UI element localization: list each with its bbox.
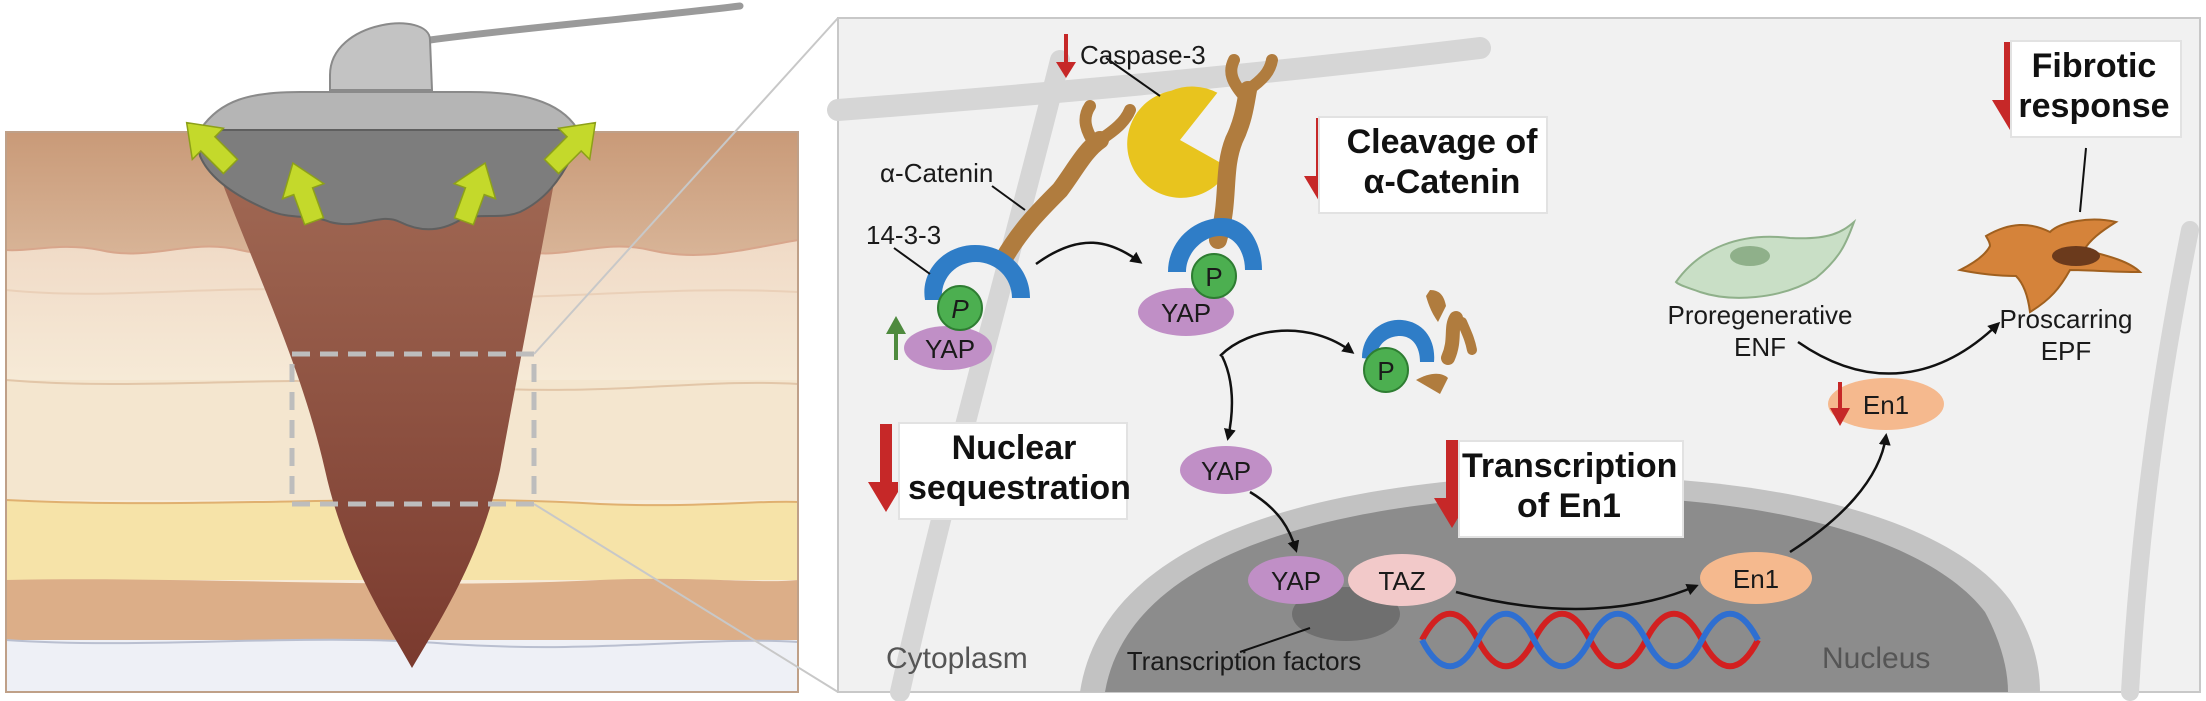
label-nucleus: Nucleus xyxy=(1822,642,1931,675)
arrow-en1-export xyxy=(1789,433,1891,554)
label-yap-2: YAP xyxy=(1160,298,1212,328)
arrow-to-free-yap xyxy=(1220,355,1236,441)
label-cytoplasm: Cytoplasm xyxy=(886,642,1028,675)
text-cleavage-2: α-Catenin xyxy=(1363,163,1521,201)
yap-nuclear xyxy=(1248,556,1344,604)
box-transcription-en1 xyxy=(1458,440,1684,538)
text-fibrotic-2: response xyxy=(2018,87,2170,125)
decrease-arrow-caspase-icon xyxy=(1056,34,1076,78)
label-p-2: P xyxy=(1205,262,1223,292)
suction-device xyxy=(194,2,744,231)
yap-free xyxy=(1180,446,1272,494)
arrow-yap-into-nucleus xyxy=(1249,490,1300,553)
label-line-1433 xyxy=(893,247,931,275)
label-p-1: P xyxy=(951,294,969,324)
label-enf: ENF xyxy=(1734,332,1786,362)
enf-cell-icon xyxy=(1674,218,1857,299)
en1-cytoplasm xyxy=(1828,378,1944,430)
arrow-taz-to-en1 xyxy=(1455,584,1699,611)
text-cleavage-1: Cleavage of xyxy=(1346,123,1538,161)
label-epf: EPF xyxy=(2040,336,2092,366)
taz-nuclear xyxy=(1348,554,1456,606)
dna-helix-icon xyxy=(1419,610,1761,670)
arrow-enf-to-epf xyxy=(1797,321,2001,375)
suction-arrow-icons xyxy=(185,121,597,226)
label-p-3: P xyxy=(1377,356,1395,386)
text-fibrotic-1: Fibrotic xyxy=(2031,47,2157,85)
increase-arrow-icon xyxy=(886,316,906,360)
label-14-3-3: 14-3-3 xyxy=(866,220,942,250)
en1-nuclear xyxy=(1700,552,1812,604)
label-taz: TAZ xyxy=(1378,566,1426,596)
label-line-catenin xyxy=(991,185,1026,211)
arrow-to-release xyxy=(1219,329,1355,357)
label-en1-cytoplasm: En1 xyxy=(1862,390,1910,420)
label-alpha-catenin: α-Catenin xyxy=(880,158,994,188)
decrease-arrow-nuclear-icon xyxy=(868,424,904,512)
complex-yap-1433-catenin xyxy=(904,100,1136,370)
label-yap-1: YAP xyxy=(924,334,976,364)
released-1433-p xyxy=(1362,290,1477,394)
label-transcription-factors: Transcription factors xyxy=(1126,646,1362,676)
text-nuclear-1: Nuclear xyxy=(951,429,1077,467)
zoom-region xyxy=(289,17,839,693)
nucleus xyxy=(1080,475,2040,692)
arrow-complex-to-cleavage xyxy=(1035,241,1143,266)
label-yap-nuclear: YAP xyxy=(1270,566,1322,596)
text-nuclear-2: sequestration xyxy=(908,469,1131,507)
box-cleavage xyxy=(1318,116,1548,214)
label-caspase3: Caspase-3 xyxy=(1080,40,1206,70)
caspase-pacman-icon xyxy=(1105,57,1230,198)
complex-cleaved xyxy=(1138,54,1278,336)
box-fibrotic-response xyxy=(2010,40,2182,138)
wound-cone xyxy=(210,150,560,668)
box-nuclear-sequestration xyxy=(898,422,1128,520)
label-en1-nuclear: En1 xyxy=(1732,564,1780,594)
epf-cell-icon xyxy=(1956,147,2143,314)
label-proscarring: Proscarring xyxy=(1999,304,2133,334)
label-proregenerative: Proregenerative xyxy=(1667,300,1853,330)
text-transcription-2: of En1 xyxy=(1517,487,1621,525)
decrease-arrow-en1-icon xyxy=(1830,382,1850,426)
label-yap-free: YAP xyxy=(1200,456,1252,486)
text-transcription-1: Transcription xyxy=(1462,447,1678,485)
